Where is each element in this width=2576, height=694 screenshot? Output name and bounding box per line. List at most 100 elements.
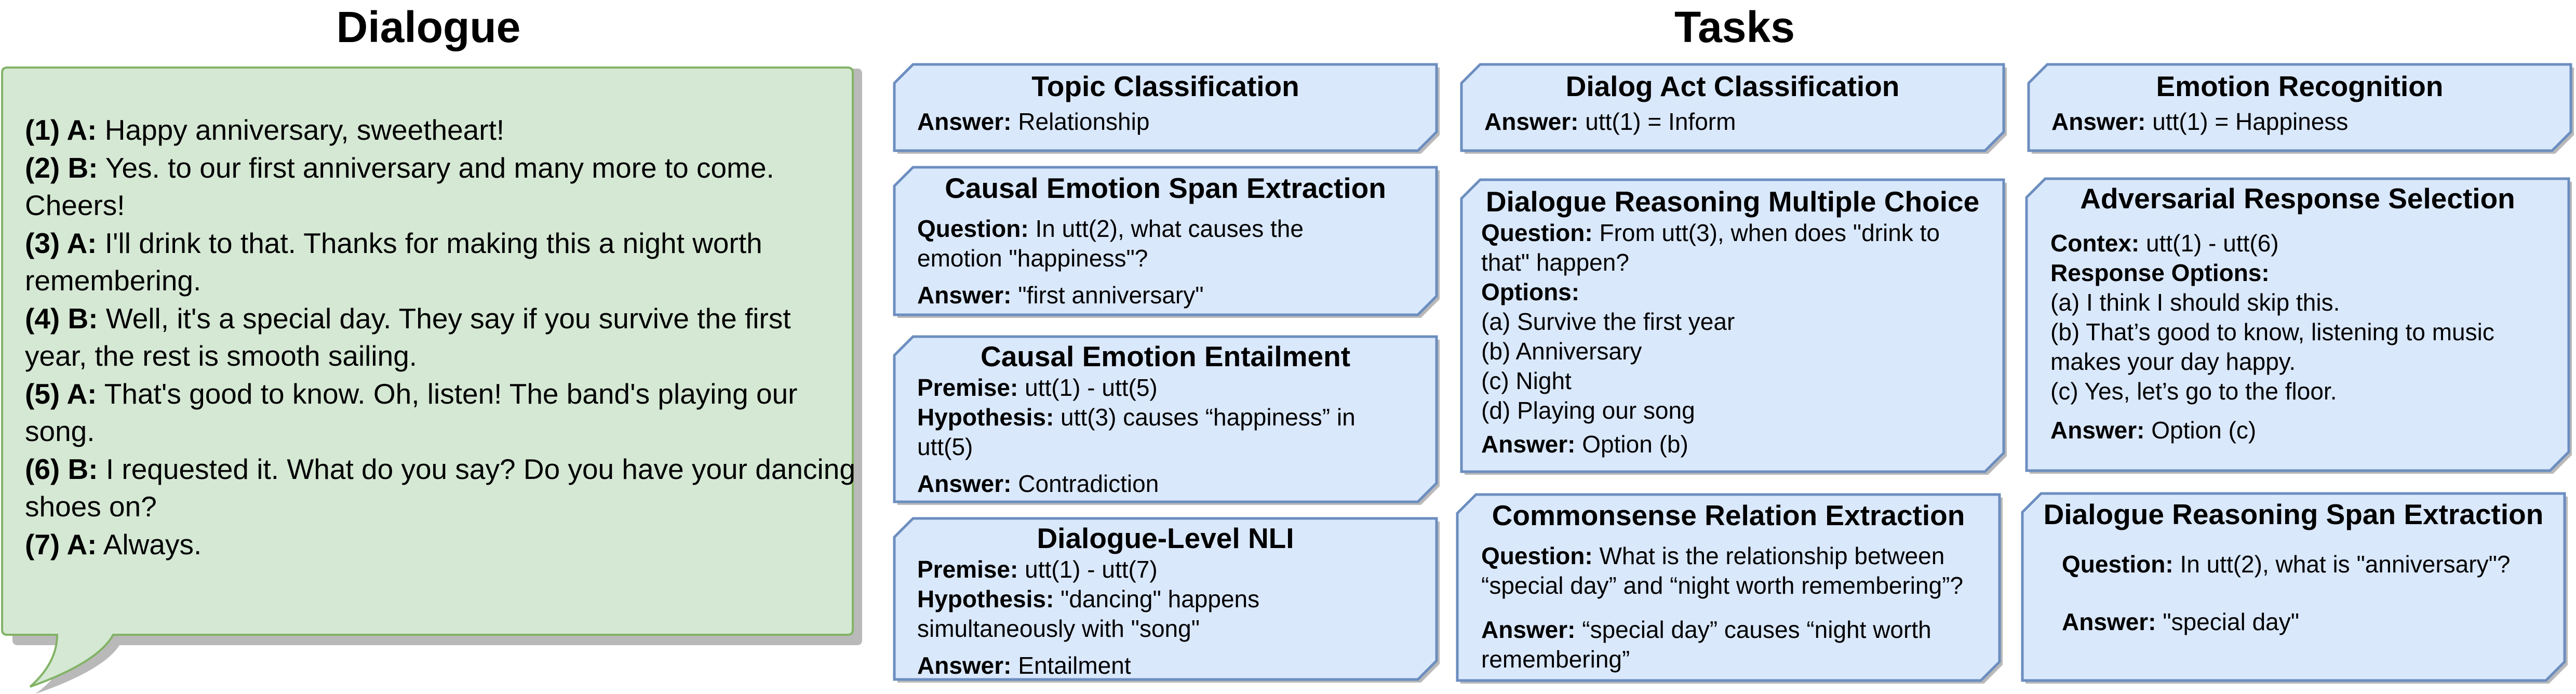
card-causal-emotion-entailment: Causal Emotion Entailment Premise: utt(1… <box>893 335 1440 505</box>
card-shape <box>1460 178 2005 473</box>
card-background <box>2027 63 2574 154</box>
utterance-2: (2) B: Yes. to our first anniversary and… <box>25 149 856 224</box>
card-shape <box>1460 63 2005 152</box>
hypothesis-label: Hypothesis: <box>917 585 1054 612</box>
hypothesis-text: utt(5) <box>917 433 973 460</box>
option-item: (b) That’s good to know, listening to mu… <box>2050 318 2494 345</box>
card-body: Contex: utt(1) - utt(6) Response Options… <box>2050 229 2548 445</box>
answer-label: Answer: <box>1481 616 1576 643</box>
card-shape <box>893 63 1438 152</box>
utterance-6: (6) B: I requested it. What do you say? … <box>25 450 856 526</box>
option-item: makes your day happy. <box>2050 348 2296 375</box>
question-text: From utt(3), when does "drink to <box>1592 219 1940 246</box>
card-shape <box>1456 493 2001 682</box>
card-background <box>2021 492 2568 684</box>
option-item: (c) Yes, let’s go to the floor. <box>2050 378 2337 405</box>
options-label: Options: <box>1481 278 1580 305</box>
utterance-5: (5) A: That's good to know. Oh, listen! … <box>25 375 856 450</box>
option-item: (d) Playing our song <box>1481 397 1695 424</box>
question-text: “special day” and “night worth rememberi… <box>1481 572 1964 599</box>
card-background <box>893 335 1440 505</box>
answer-text: Option (b) <box>1575 431 1688 458</box>
card-body: Answer: utt(1) = Inform <box>1484 107 1983 137</box>
card-body: Question: What is the relationship betwe… <box>1481 541 1989 674</box>
utterance-text: That's good to know. Oh, listen! The ban… <box>25 377 798 448</box>
question-label: Question: <box>2062 551 2174 578</box>
card-shape <box>2021 492 2566 682</box>
utterance-7: (7) A: Always. <box>25 526 856 564</box>
answer-text: "first anniversary" <box>1011 282 1204 309</box>
card-emotion-recognition: Emotion Recognition Answer: utt(1) = Hap… <box>2027 63 2574 154</box>
answer-label: Answer: <box>917 282 1012 309</box>
question-text: What is the relationship between <box>1592 542 1945 569</box>
answer-label: Answer: <box>1484 108 1579 135</box>
dialogue-heading: Dialogue <box>336 3 521 51</box>
speaker-label: (3) A: <box>25 226 97 259</box>
utterance-3: (3) A: I'll drink to that. Thanks for ma… <box>25 224 856 300</box>
question-text: emotion "happiness"? <box>917 245 1148 272</box>
utterance-text: Happy anniversary, sweetheart! <box>97 114 505 146</box>
speaker-label: (5) A: <box>25 377 97 410</box>
question-text: In utt(2), what causes the <box>1028 215 1304 242</box>
context-label: Contex: <box>2050 230 2140 257</box>
card-title: Dialogue Reasoning Span Extraction <box>2043 498 2544 530</box>
context-text: utt(1) - utt(6) <box>2139 230 2279 257</box>
question-label: Question: <box>917 215 1029 242</box>
speaker-label: (1) A: <box>25 114 97 146</box>
hypothesis-text: simultaneously with "song" <box>917 615 1200 642</box>
dialogue-text: (1) A: Happy anniversary, sweetheart! (2… <box>25 111 856 563</box>
utterance-text: I'll drink to that. Thanks for making th… <box>25 226 762 297</box>
utterance-1: (1) A: Happy anniversary, sweetheart! <box>25 111 856 149</box>
option-item: (a) I think I should skip this. <box>2050 289 2340 316</box>
answer-label: Answer: <box>2051 108 2146 135</box>
question-label: Question: <box>1481 542 1593 569</box>
answer-label: Answer: <box>2050 417 2145 444</box>
answer-text: Option (c) <box>2144 417 2257 444</box>
speaker-label: (4) B: <box>25 302 98 335</box>
card-topic-classification: Topic Classification Answer: Relationshi… <box>893 63 1440 154</box>
card-body: Answer: Relationship <box>917 107 1416 137</box>
hypothesis-text: "dancing" happens <box>1054 585 1260 612</box>
dialogue-bubble <box>1 66 862 694</box>
answer-text: “special day” causes “night worth <box>1575 616 1931 643</box>
card-commonsense-relation-extraction: Commonsense Relation Extraction Question… <box>1456 493 2003 684</box>
card-dialog-act-classification: Dialog Act Classification Answer: utt(1)… <box>1460 63 2007 154</box>
utterance-text: I requested it. What do you say? Do you … <box>25 452 855 523</box>
option-item: (a) Survive the first year <box>1481 308 1735 335</box>
card-background <box>1460 178 2007 475</box>
speaker-label: (7) A: <box>25 528 97 560</box>
speaker-label: (6) B: <box>25 452 98 485</box>
answer-text: remembering” <box>1481 646 1630 673</box>
card-title: Topic Classification <box>1031 70 1299 102</box>
dialogue-bubble-shape <box>1 66 854 688</box>
card-background <box>893 166 1440 318</box>
card-title: Dialogue-Level NLI <box>1037 522 1294 554</box>
card-dialogue-reasoning-multiple-choice: Dialogue Reasoning Multiple Choice Quest… <box>1460 178 2007 475</box>
answer-text: Contradiction <box>1011 470 1159 497</box>
card-body: Question: From utt(3), when does "drink … <box>1481 218 1983 459</box>
card-dialogue-level-nli: Dialogue-Level NLI Premise: utt(1) - utt… <box>893 517 1440 683</box>
card-body: Question: In utt(2), what is "anniversar… <box>2062 550 2544 637</box>
option-item: (c) Night <box>1481 367 1572 394</box>
card-background <box>893 517 1440 683</box>
card-dialogue-reasoning-span-extraction: Dialogue Reasoning Span Extraction Quest… <box>2021 492 2568 684</box>
card-body: Premise: utt(1) - utt(5) Hypothesis: utt… <box>917 373 1416 499</box>
utterance-text: Well, it's a special day. They say if yo… <box>25 302 791 372</box>
card-shape <box>893 517 1438 681</box>
answer-label: Answer: <box>2062 608 2156 635</box>
card-shape <box>893 166 1438 316</box>
question-text: that" happen? <box>1481 249 1629 276</box>
card-title: Dialogue Reasoning Multiple Choice <box>1485 185 1980 218</box>
answer-label: Answer: <box>1481 431 1576 458</box>
answer-label: Answer: <box>917 652 1012 679</box>
card-body: Answer: utt(1) = Happiness <box>2051 107 2550 137</box>
card-causal-emotion-span-extraction: Causal Emotion Span Extraction Question:… <box>893 166 1440 318</box>
card-background <box>1460 63 2007 154</box>
card-background <box>1456 493 2003 684</box>
speaker-label: (2) B: <box>25 151 98 184</box>
card-title: Emotion Recognition <box>2156 70 2444 102</box>
card-shape <box>2025 177 2570 472</box>
answer-label: Answer: <box>917 470 1012 497</box>
premise-text: utt(1) - utt(5) <box>1018 374 1158 401</box>
answer-label: Answer: <box>917 108 1012 135</box>
